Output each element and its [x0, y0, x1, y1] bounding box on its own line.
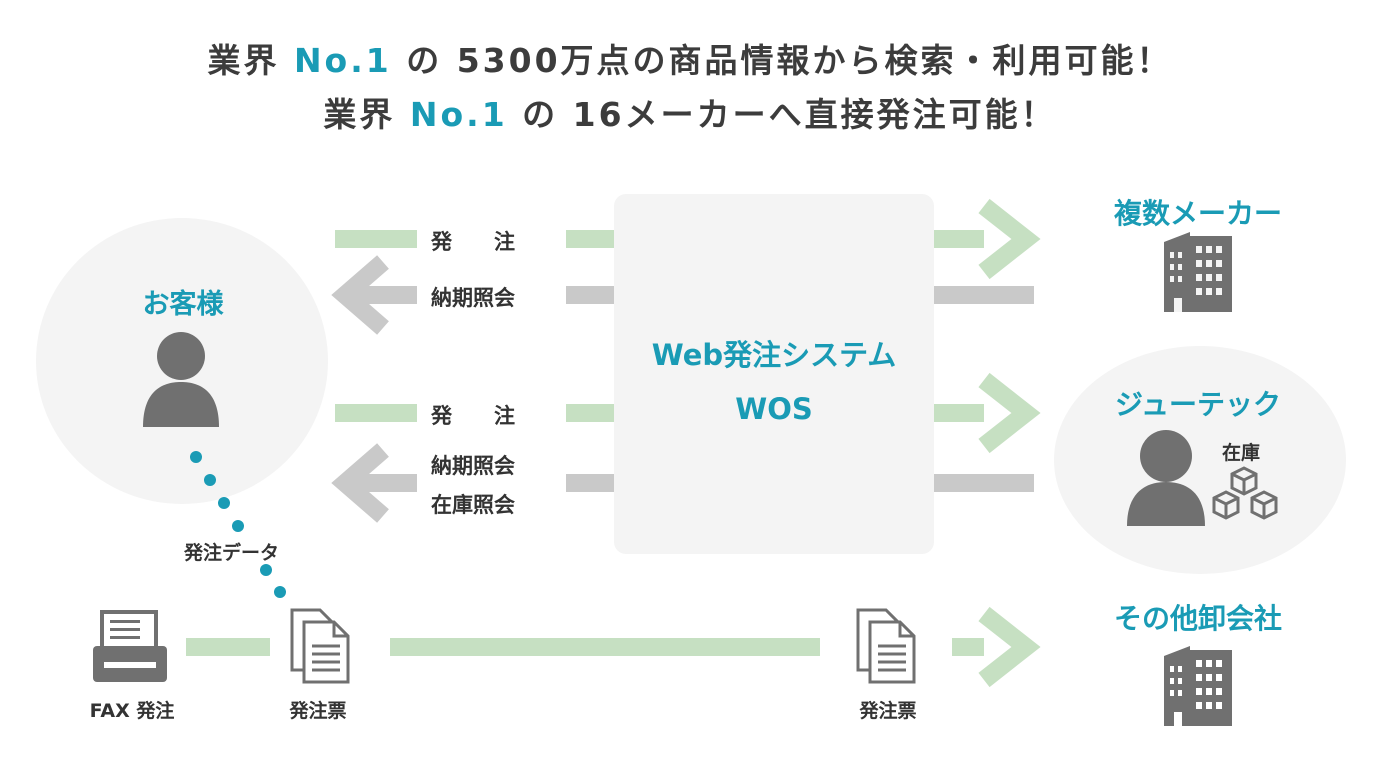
- building-icon: [1164, 232, 1232, 312]
- jutec-circle: [1054, 346, 1346, 574]
- fax-bar-1: [186, 638, 270, 656]
- headline-line-2: 業界 No.1 の 16メーカーへ直接発注可能！: [0, 88, 1380, 136]
- lower-order-label: 発 注: [431, 404, 515, 428]
- wos-panel: [614, 194, 934, 554]
- headline-2-post: の 16メーカーへ直接発注可能！: [507, 95, 1057, 134]
- jutec-label: ジューテック: [1114, 388, 1282, 421]
- headline-1-accent: No.1: [293, 41, 392, 80]
- jutec-inquiry-bar: [934, 474, 1034, 492]
- upper-inquiry-label: 納期照会: [431, 286, 515, 310]
- inquiry-bar-upper: [566, 286, 614, 304]
- document-icon: [290, 608, 350, 684]
- arrow-right-icon: [978, 606, 1041, 688]
- order-bar-lower-left: [335, 404, 417, 422]
- inquiry-bar-lower: [566, 474, 614, 492]
- headline-1-post: の 5300万点の商品情報から検索・利用可能！: [391, 41, 1173, 80]
- jutec-order-bar: [934, 404, 984, 422]
- fax-bar-2: [390, 638, 820, 656]
- fax-icon: [93, 610, 167, 682]
- customer-person-icon: [143, 332, 219, 427]
- wholesalers-label: その他卸会社: [1113, 602, 1282, 635]
- headline-2-accent: No.1: [409, 95, 508, 134]
- dotted-connector: [190, 451, 286, 598]
- arrow-right-icon: [978, 198, 1041, 280]
- stock-label: 在庫: [1222, 442, 1261, 464]
- headline-2-pre: 業界: [323, 95, 410, 134]
- fax-bar-3: [952, 638, 984, 656]
- lower-inquiry-label-1: 納期照会: [431, 454, 515, 478]
- upper-order-label: 発 注: [431, 230, 515, 254]
- order-bar-upper-right: [566, 230, 614, 248]
- order-bar-upper-left: [335, 230, 417, 248]
- document-icon: [856, 608, 916, 684]
- headline-line-1: 業界 No.1 の 5300万点の商品情報から検索・利用可能！: [0, 34, 1380, 82]
- system-name: Web発注システム: [651, 338, 897, 372]
- order-data-label: 発注データ: [184, 542, 280, 564]
- building-icon: [1164, 646, 1232, 726]
- lower-inquiry-label-2: 在庫照会: [431, 493, 515, 517]
- arrow-left-icon: [331, 443, 389, 523]
- arrow-right-icon: [978, 372, 1041, 454]
- customer-label: お客様: [142, 289, 224, 320]
- system-abbr: WOS: [735, 392, 813, 426]
- maker-order-bar: [934, 230, 984, 248]
- makers-label: 複数メーカー: [1113, 197, 1282, 230]
- maker-inquiry-bar: [934, 286, 1034, 304]
- slip-label-right: 発注票: [859, 700, 917, 722]
- order-bar-lower-right: [566, 404, 614, 422]
- arrow-left-icon: [331, 255, 389, 335]
- jutec-person-icon: [1127, 430, 1205, 526]
- boxes-icon: [1212, 466, 1278, 520]
- headline-1-pre: 業界: [207, 41, 294, 80]
- fax-label: FAX 発注: [89, 700, 175, 722]
- slip-label-left: 発注票: [289, 700, 347, 722]
